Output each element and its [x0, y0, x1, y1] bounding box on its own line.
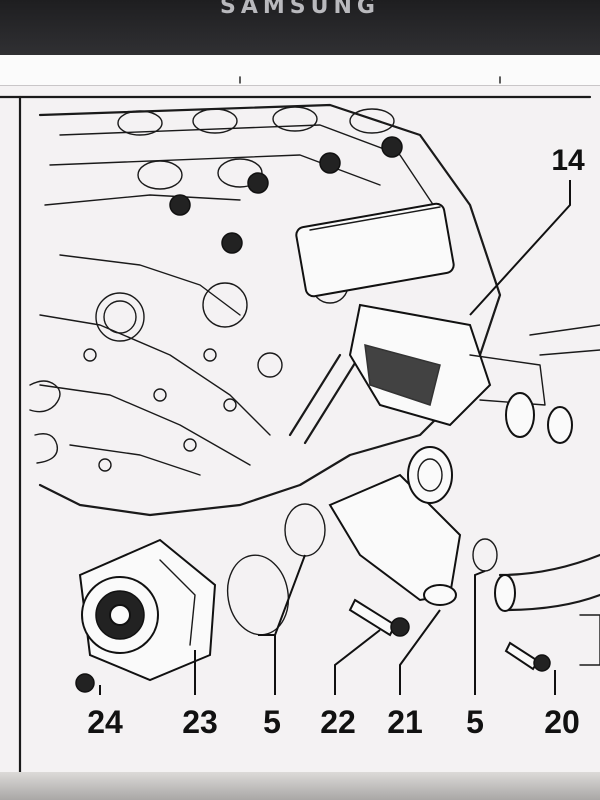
screen: 14 24 23 5 22 21 5 20 — [0, 55, 600, 775]
monitor-bezel-top: SAMSUNG — [0, 0, 600, 55]
part-23-water-pump — [78, 538, 217, 682]
engine-block-illustration — [29, 103, 502, 517]
engine-exploded-diagram: 14 24 23 5 22 21 5 20 — [0, 76, 600, 775]
callout-21: 21 — [387, 704, 423, 740]
coolant-hose — [494, 553, 600, 666]
callout-22: 22 — [320, 704, 356, 740]
bolts — [75, 598, 551, 693]
callout-14: 14 — [551, 144, 585, 177]
leader-lines — [99, 180, 571, 695]
brand-logo: SAMSUNG — [220, 0, 380, 19]
callout-5-right: 5 — [466, 704, 484, 740]
monitor-bezel-bottom — [0, 772, 600, 800]
callout-5-left: 5 — [263, 704, 281, 740]
page-frame — [0, 76, 592, 775]
callout-23: 23 — [182, 704, 218, 740]
callout-24: 24 — [87, 704, 123, 740]
window-strip — [0, 55, 600, 86]
callout-20: 20 — [544, 704, 580, 740]
part-21-coolant-elbow — [328, 446, 462, 606]
part-14-coolant-flange — [348, 303, 600, 444]
